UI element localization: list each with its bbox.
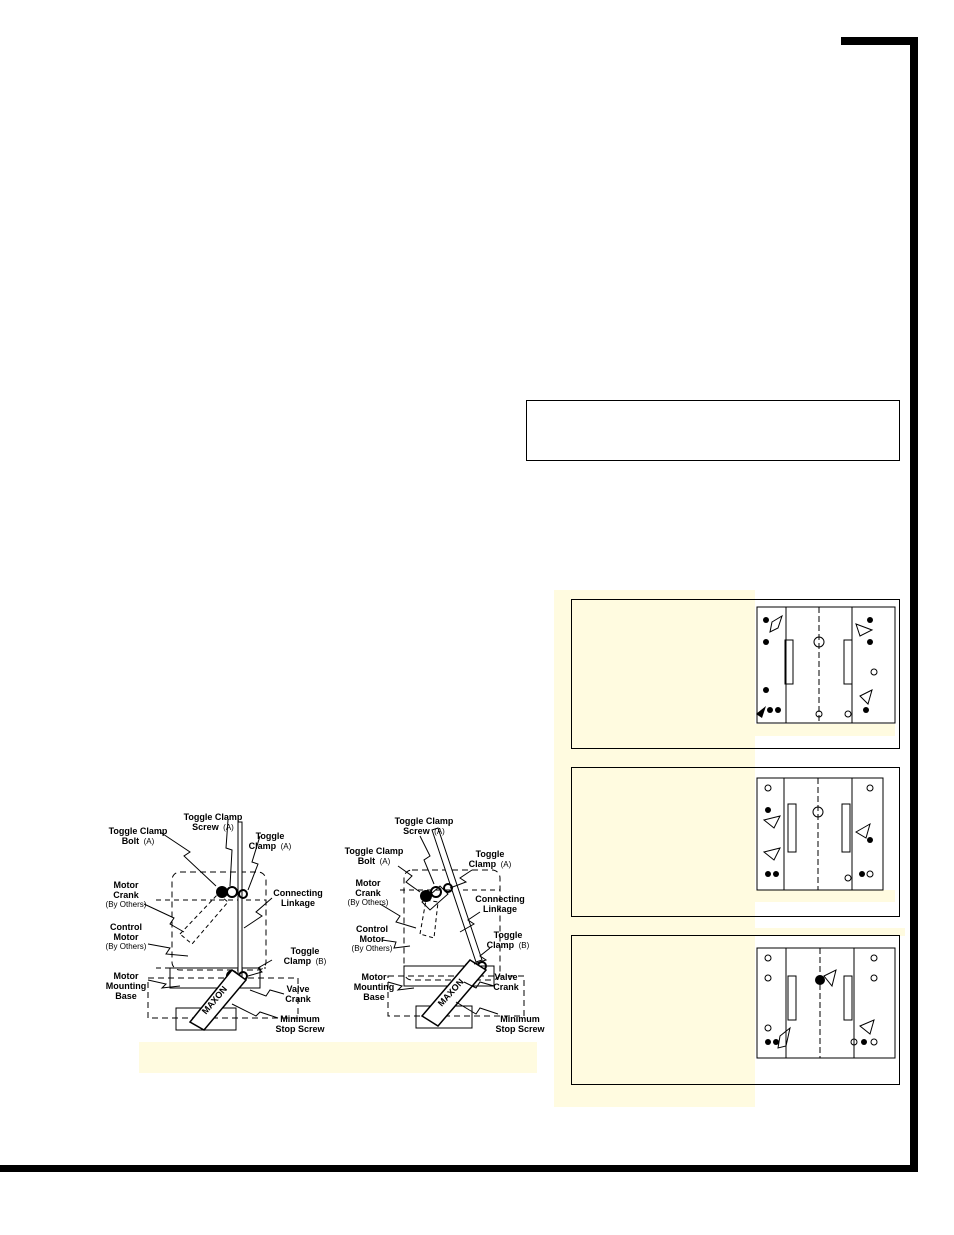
- highlight-band-3: [755, 928, 905, 936]
- frame-bottom-bar: [0, 1165, 918, 1172]
- highlight-band-2: [755, 890, 895, 902]
- control-motor-l2: Motor: [114, 932, 139, 942]
- motor-mounting-base-l3: Base: [115, 991, 137, 1001]
- r-control-motor-l2: Motor: [360, 934, 385, 944]
- connecting-linkage-l2: Linkage: [281, 898, 315, 908]
- valve-crank-l2: Crank: [285, 994, 312, 1004]
- r-connecting-linkage-l1: Connecting: [475, 894, 525, 904]
- r-toggle-clamp-a-l2: Clamp (A): [469, 854, 512, 871]
- control-motor-l1: Control: [110, 922, 142, 932]
- figure-caption-band: [139, 1042, 537, 1073]
- minimum-stop-screw-l1: Minimum: [280, 1014, 320, 1024]
- mounting-drawing-1: [756, 606, 896, 724]
- valve-crank-l1: Valve: [286, 984, 309, 994]
- r-toggle-clamp-a-l1: Toggle: [476, 849, 505, 859]
- motor-crank-note: (By Others): [106, 900, 147, 909]
- r-valve-crank-l1: Valve: [494, 972, 517, 982]
- r-valve-crank-l2: Crank: [493, 982, 520, 992]
- r-motor-mounting-base-l3: Base: [363, 992, 385, 1002]
- r-toggle-clamp-b-l1: Toggle: [494, 930, 523, 940]
- r-toggle-clamp-screw-a-l2: Screw (A): [403, 821, 445, 838]
- minimum-stop-screw-l2: Stop Screw: [275, 1024, 325, 1034]
- r-motor-crank-note: (By Others): [348, 898, 389, 907]
- toggle-clamp-screw-a-l1: Toggle Clamp: [184, 812, 243, 822]
- connecting-linkage-l1: Connecting: [273, 888, 323, 898]
- r-motor-crank-l1: Motor: [356, 878, 381, 888]
- mounting-panel-2: [571, 767, 900, 917]
- frame-top-bar: [841, 37, 918, 45]
- mounting-drawing-3: [756, 947, 896, 1059]
- r-motor-crank-l2: Crank: [355, 888, 382, 898]
- linkage-diagram-left: MAXON Toggle Clamp Screw (A) Toggle Clam…: [106, 812, 327, 1034]
- r-connecting-linkage-l2: Linkage: [483, 904, 517, 914]
- motor-mounting-base-l2: Mounting: [106, 981, 146, 991]
- panel-3-text-area: [572, 936, 755, 1084]
- motor-crank-l2: Crank: [113, 890, 140, 900]
- toggle-clamp-b-l2: Clamp (B): [284, 951, 327, 968]
- mounting-panel-3: [571, 935, 900, 1085]
- r-minimum-stop-screw-l2: Stop Screw: [495, 1024, 545, 1034]
- toggle-clamp-a-l1: Toggle: [256, 831, 285, 841]
- toggle-clamp-bolt-a-l1: Toggle Clamp: [109, 826, 168, 836]
- toggle-clamp-b-l1: Toggle: [291, 946, 320, 956]
- frame-right-bar: [910, 37, 918, 1172]
- panel-2-text-area: [572, 768, 755, 916]
- r-control-motor-note: (By Others): [352, 944, 393, 953]
- panel-1-text-area: [572, 600, 755, 748]
- toggle-clamp-screw-a-l2: Screw (A): [192, 817, 234, 834]
- r-minimum-stop-screw-l1: Minimum: [500, 1014, 540, 1024]
- mounting-drawing-2: [756, 777, 884, 891]
- motor-crank-l1: Motor: [114, 880, 139, 890]
- r-toggle-clamp-b-l2: Clamp (B): [487, 935, 530, 952]
- r-toggle-clamp-bolt-a-l1: Toggle Clamp: [345, 846, 404, 856]
- mounting-panel-1: [571, 599, 900, 749]
- highlight-band-1: [755, 724, 895, 736]
- toggle-clamp-bolt-a-l2: Bolt (A): [122, 831, 155, 848]
- r-toggle-clamp-bolt-a-l2: Bolt (A): [358, 851, 391, 868]
- r-control-motor-l1: Control: [356, 924, 388, 934]
- motor-mounting-base-l1: Motor: [114, 971, 139, 981]
- r-motor-mounting-base-l1: Motor: [362, 972, 387, 982]
- note-box: [526, 400, 900, 461]
- toggle-clamp-a-l2: Clamp (A): [249, 836, 292, 853]
- linkage-diagram-right: MAXON Toggle Clamp Screw (A) Toggle Clam…: [345, 816, 546, 1034]
- r-toggle-clamp-screw-a-l1: Toggle Clamp: [395, 816, 454, 826]
- control-motor-note: (By Others): [106, 942, 147, 951]
- r-motor-mounting-base-l2: Mounting: [354, 982, 394, 992]
